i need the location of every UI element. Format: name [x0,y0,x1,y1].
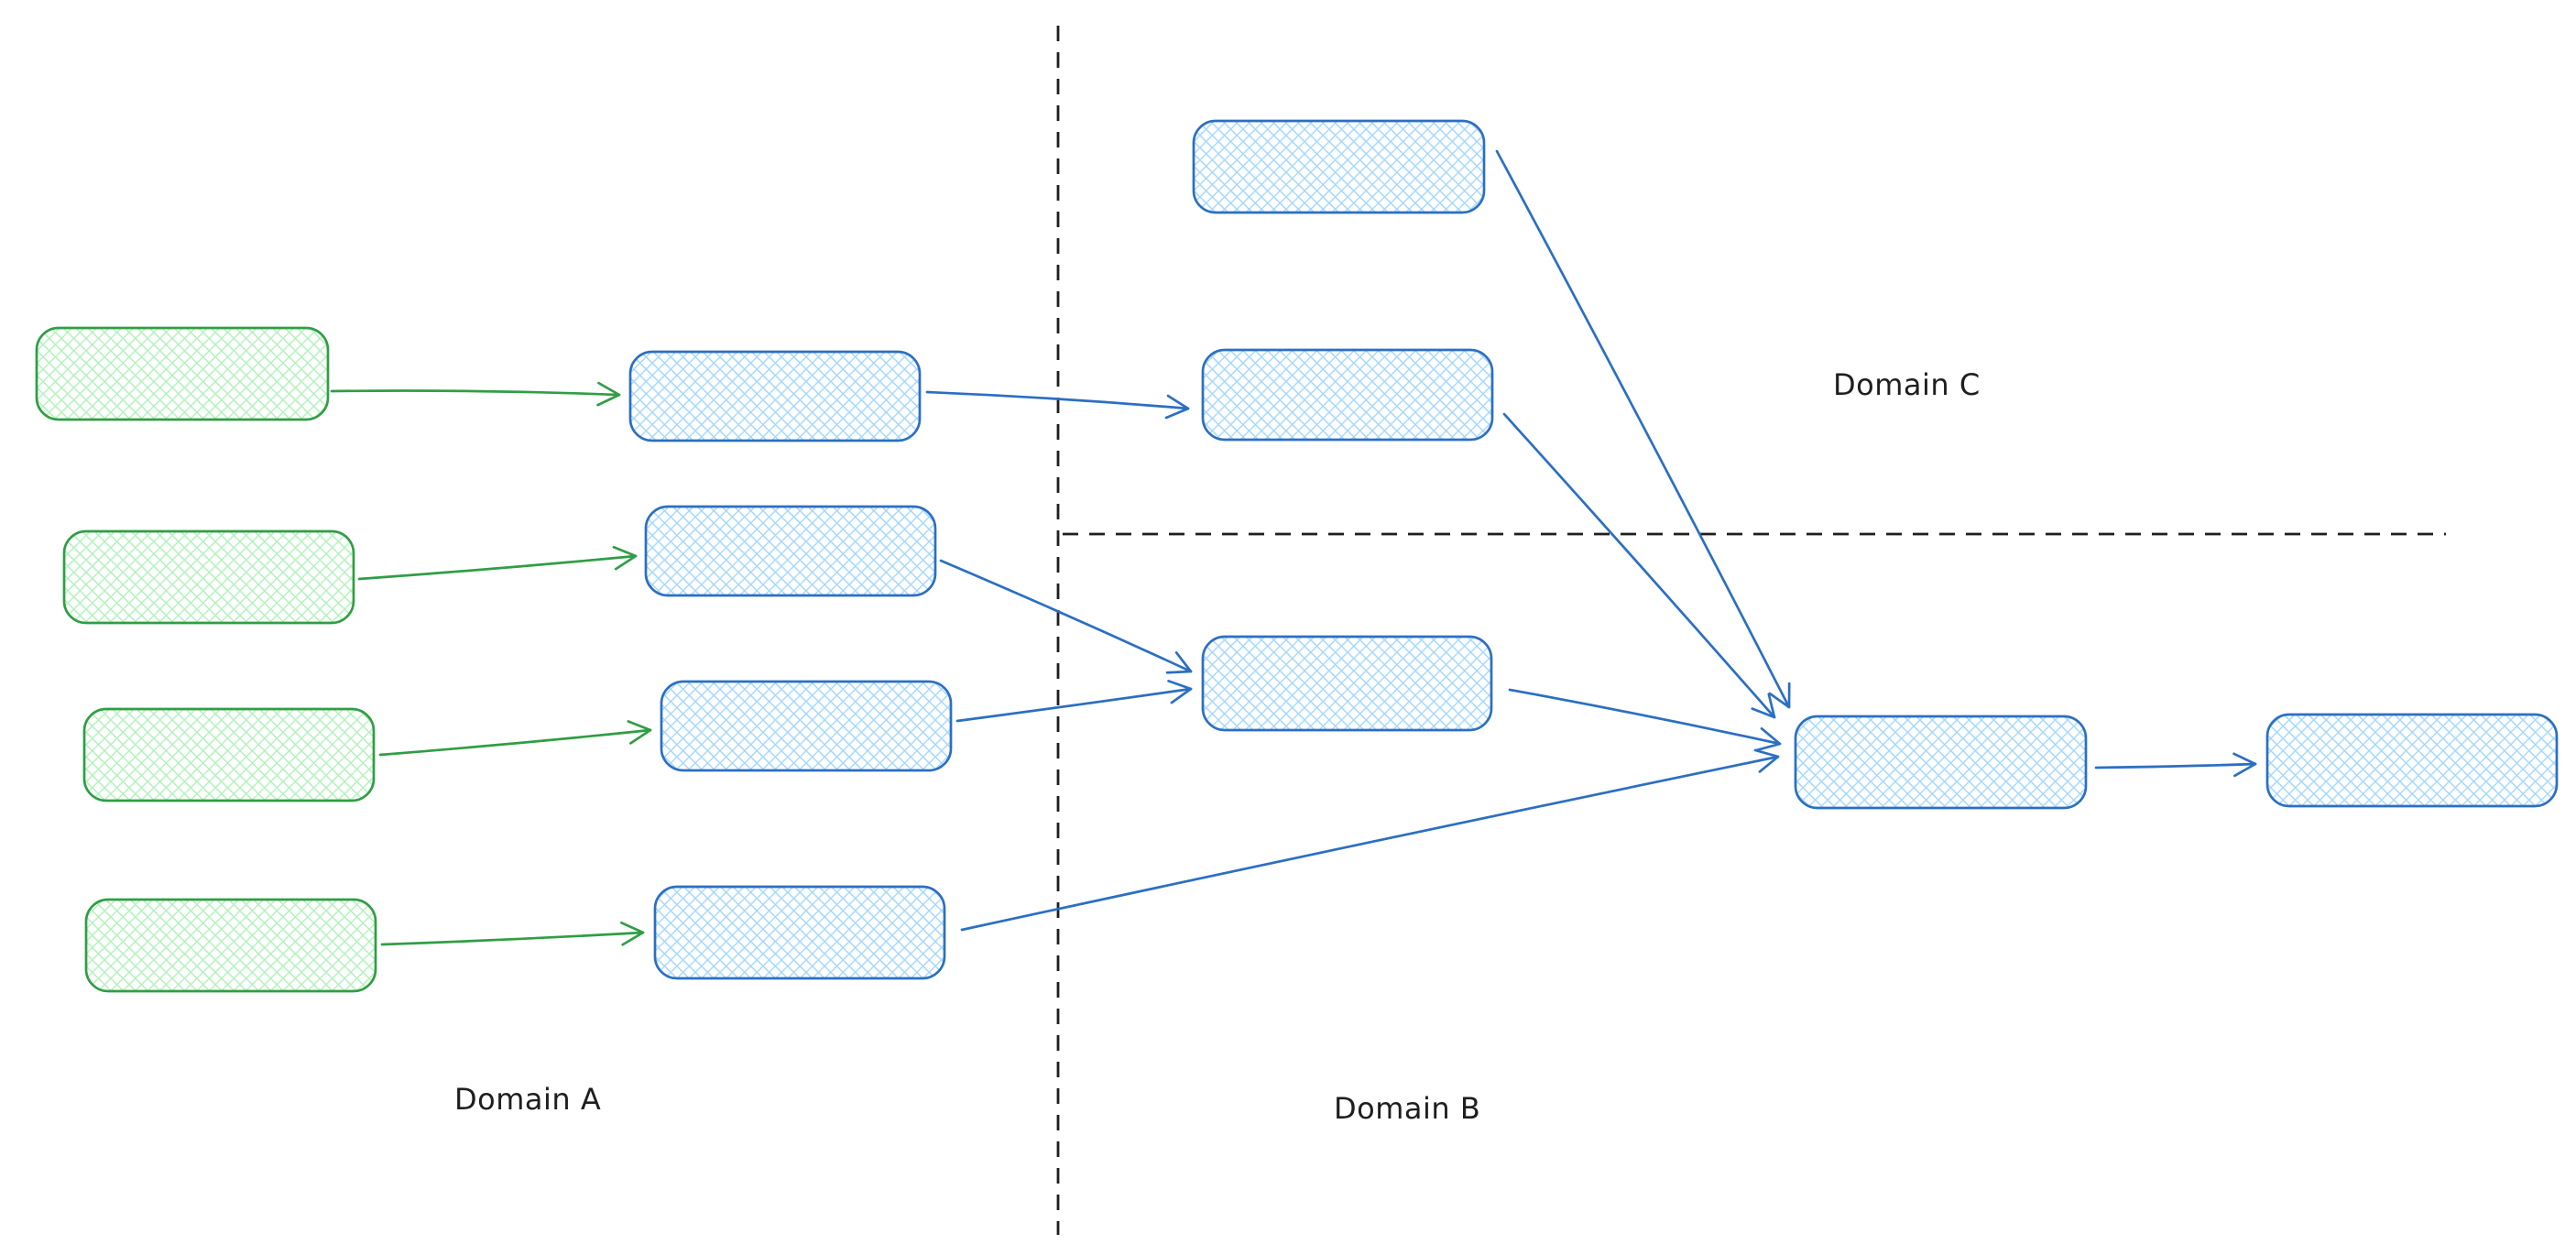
label-domain-a: Domain A [454,1082,601,1117]
node-c1 [1192,119,1486,214]
label-domain-c: Domain C [1833,367,1981,402]
node-source-1 [35,326,330,421]
arrow-process-a2-to-node-b1 [939,559,1193,674]
arrow-source-3-to-process-a3 [378,720,652,757]
node-output [2265,713,2559,808]
arrow-node-b1-to-aggregator [1508,688,1782,752]
arrow-node-c2-to-aggregator [1502,412,1776,719]
node-source-2 [62,529,355,625]
label-domain-b: Domain B [1334,1091,1480,1126]
node-process-a3 [660,680,953,772]
node-source-3 [82,707,376,802]
node-c2 [1201,348,1494,442]
arrow-process-a1-to-node-c2 [925,390,1190,420]
arrow-aggregator-to-output [2094,752,2257,778]
arrow-process-a3-to-node-b1 [955,680,1193,723]
node-source-4 [84,898,377,993]
node-process-a2 [644,505,937,597]
arrow-source-4-to-process-a4 [380,921,645,946]
node-b1 [1201,635,1493,732]
node-aggregator [1794,715,2088,810]
node-process-a4 [653,885,946,980]
arrow-source-1-to-process-a1 [330,381,621,407]
arrow-process-a4-to-aggregator [960,748,1780,932]
node-process-a1 [628,350,922,442]
arrow-source-2-to-process-a2 [357,545,638,581]
arrow-node-c1-to-aggregator [1495,149,1791,709]
